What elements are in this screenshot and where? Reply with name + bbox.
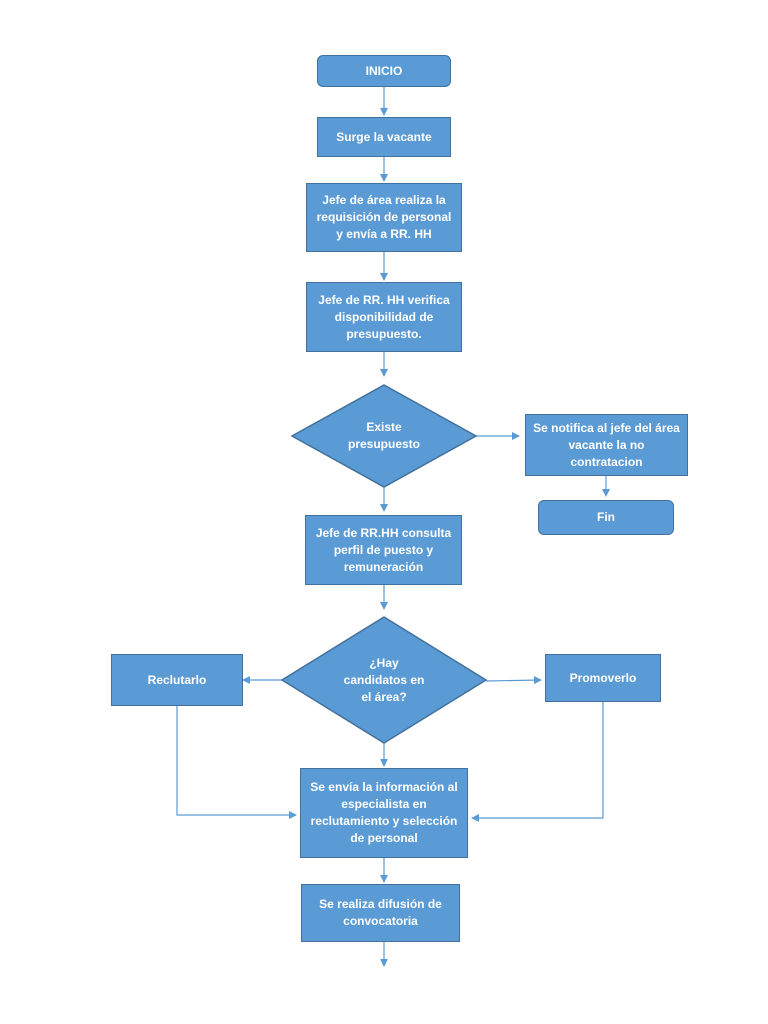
- process-notifica-no-contratacion: Se notifica al jefe del área vacante la …: [525, 414, 688, 476]
- process-promoverlo: Promoverlo: [545, 654, 661, 702]
- process-verifica-presupuesto: Jefe de RR. HH verifica disponibilidad d…: [306, 282, 462, 352]
- process-consulta-perfil: Jefe de RR.HH consulta perfil de puesto …: [305, 515, 462, 585]
- process-requisicion: Jefe de área realiza la requisición de p…: [306, 183, 462, 252]
- connector-promoverlo-envia: [471, 702, 604, 822]
- decision-existe-presupuesto: [290, 384, 478, 488]
- process-reclutarlo: Reclutarlo: [111, 654, 243, 706]
- connector-reclutarlo-envia: [176, 706, 297, 819]
- end-node-fin: Fin: [538, 500, 674, 535]
- decision-hay-candidatos: [280, 616, 488, 744]
- decision-existe-label: Existe presupuesto: [347, 420, 420, 451]
- decision-hay-label: ¿Hay candidatos en el área?: [343, 655, 425, 704]
- start-node: INICIO: [317, 55, 451, 87]
- connector-hay-promoverlo: [485, 676, 542, 685]
- process-surge-vacante: Surge la vacante: [317, 117, 451, 157]
- process-envia-informacion: Se envía la información al especialista …: [300, 768, 468, 858]
- process-difusion-convocatoria: Se realiza difusión de convocatoria: [301, 884, 460, 942]
